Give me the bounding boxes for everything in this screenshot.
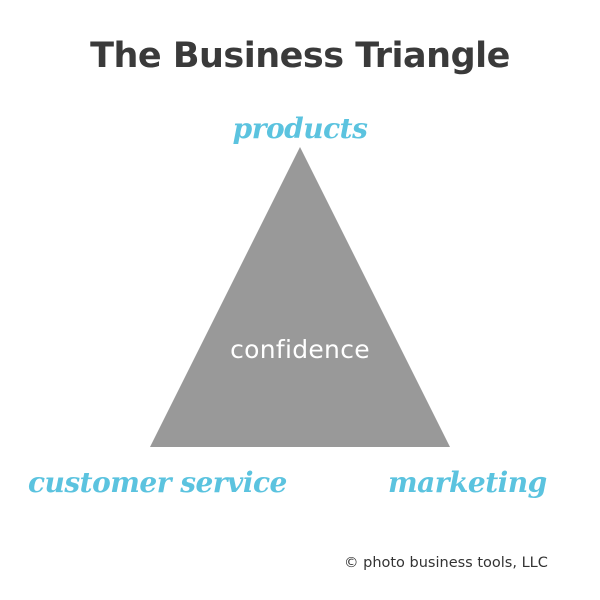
vertex-label-customer-service: customer service (28, 466, 287, 499)
center-label-confidence: confidence (230, 335, 370, 364)
diagram-title: The Business Triangle (90, 36, 510, 76)
copyright-notice: © photo business tools, LLC (344, 555, 548, 571)
triangle-shape (150, 147, 450, 447)
vertex-label-products: products (232, 112, 368, 145)
vertex-label-marketing: marketing (388, 466, 547, 499)
